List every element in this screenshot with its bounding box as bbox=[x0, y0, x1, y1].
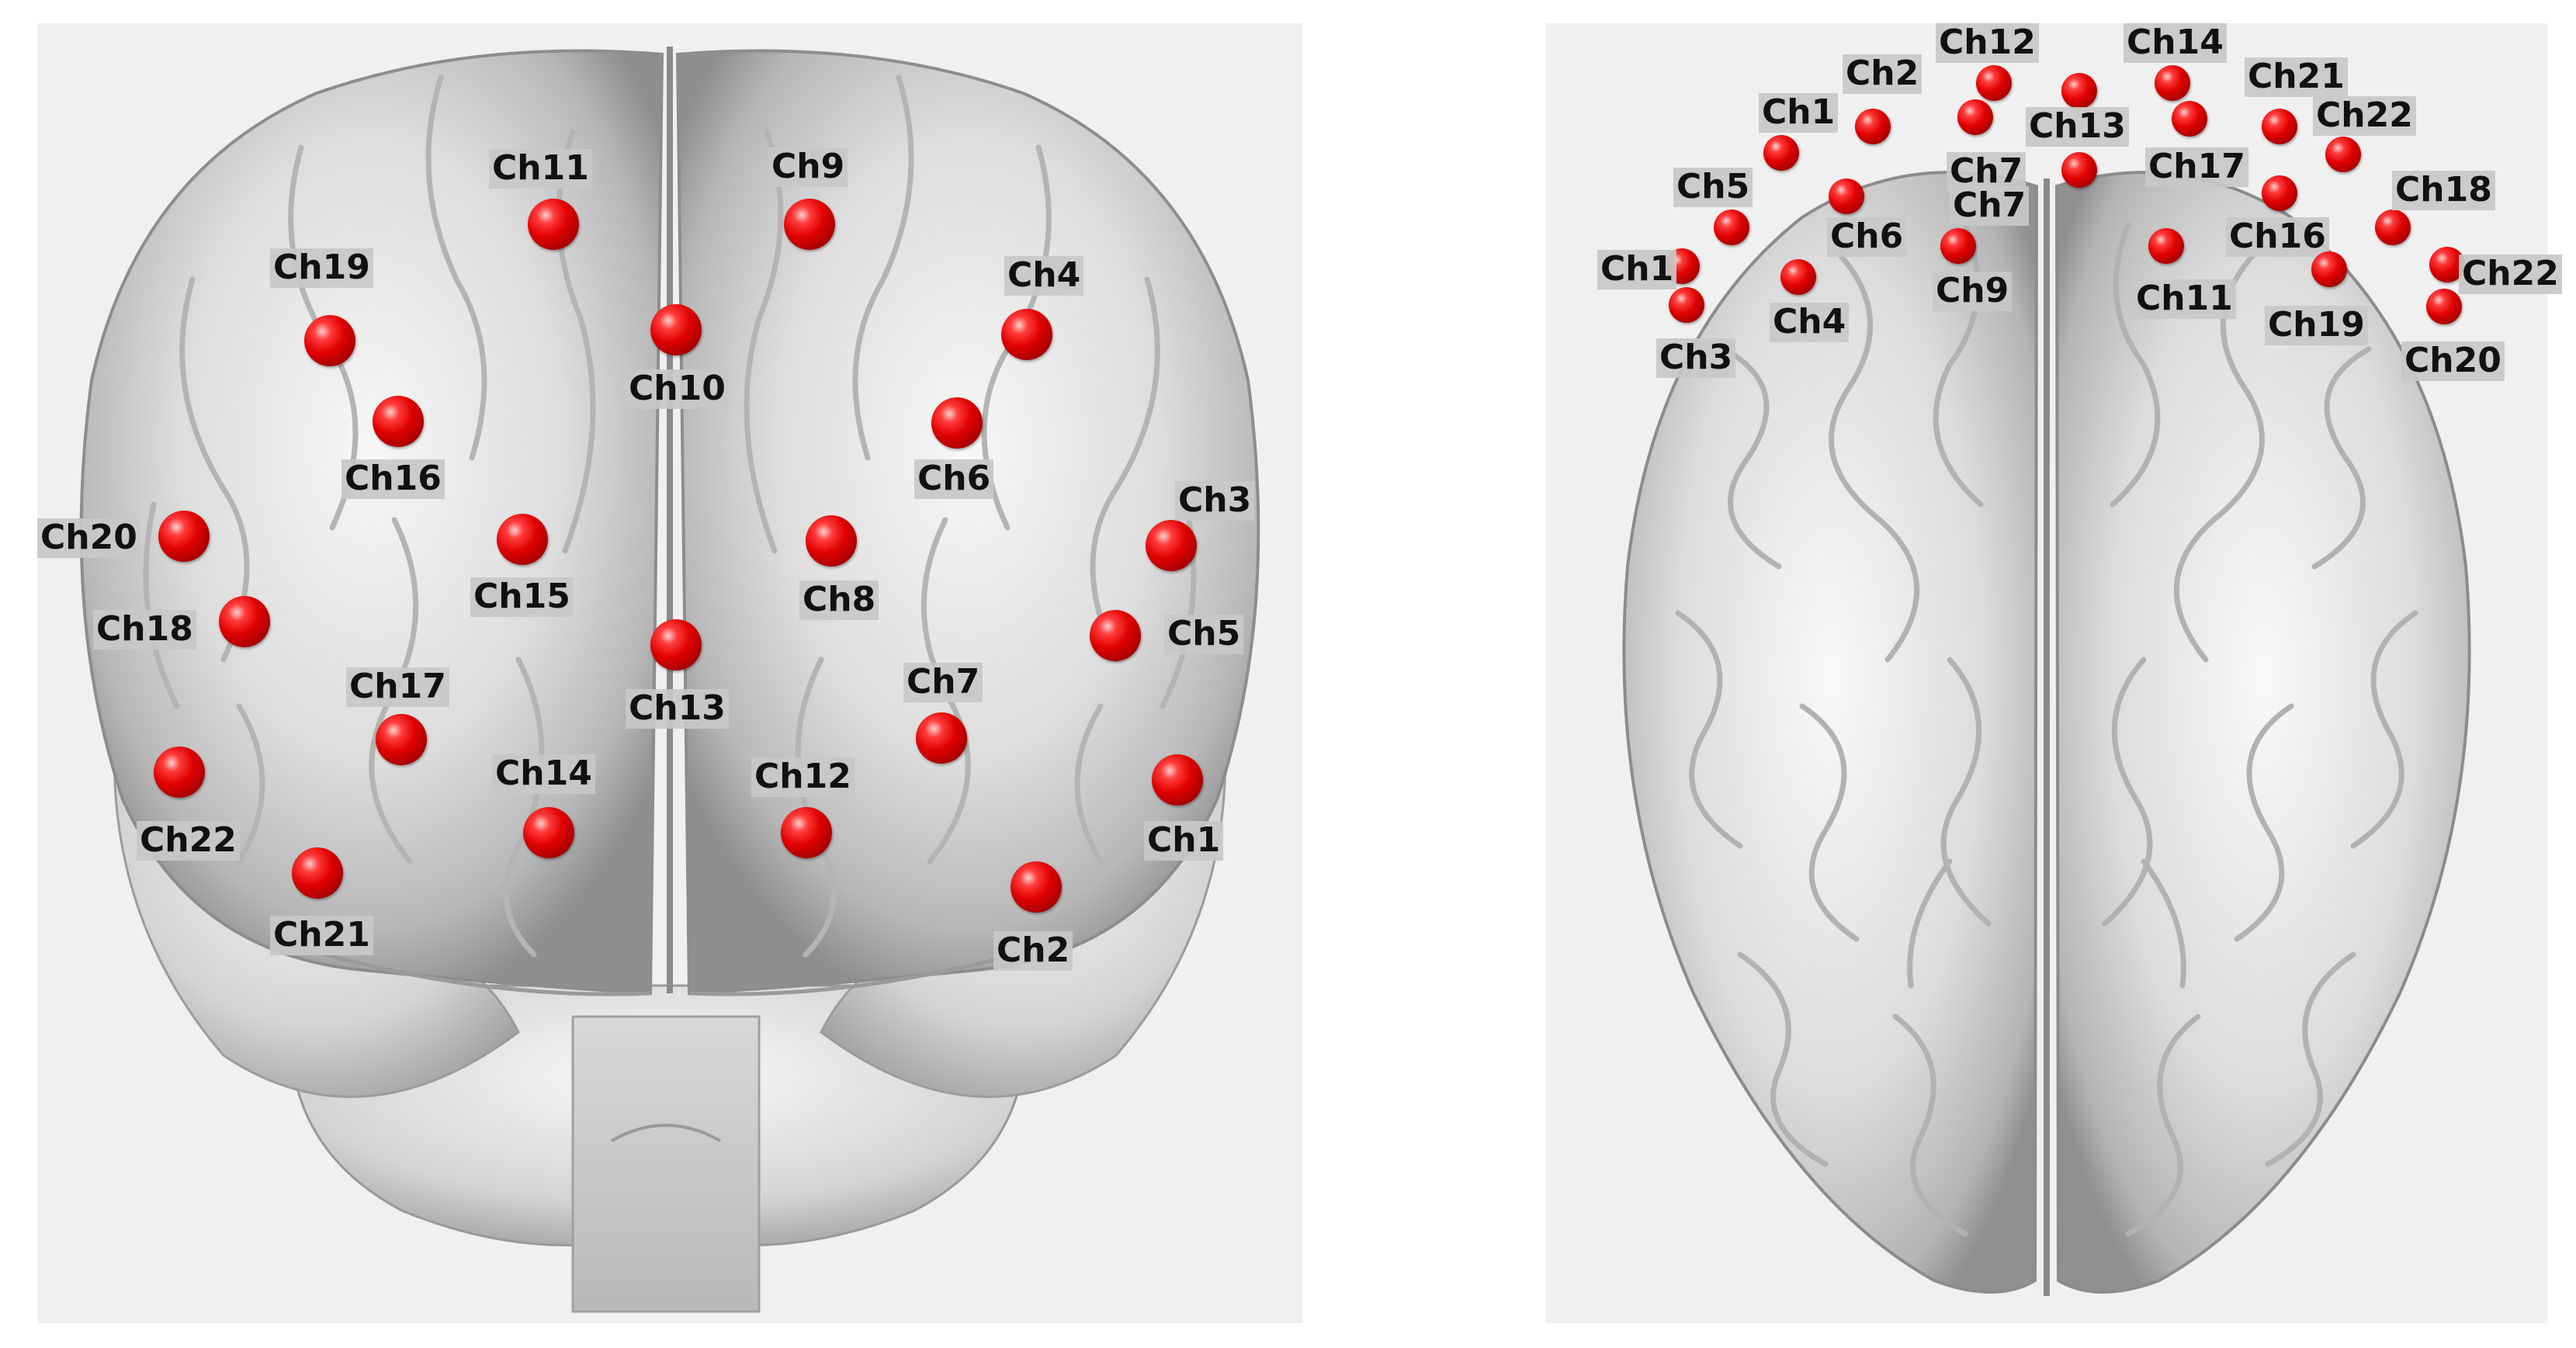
channel-marker-ch3 bbox=[1669, 287, 1704, 323]
channel-label-ch8: Ch8 bbox=[799, 580, 879, 620]
channel-label-ch22b-top: Ch22 bbox=[2459, 255, 2562, 294]
channel-marker-ch2 bbox=[1011, 861, 1062, 913]
channel-label-ch17: Ch17 bbox=[2145, 147, 2248, 187]
channel-label-ch5: Ch5 bbox=[1164, 615, 1244, 654]
channel-marker-ch1 bbox=[1152, 754, 1203, 806]
channel-label-ch12: Ch12 bbox=[1936, 23, 2039, 63]
channel-label-ch14: Ch14 bbox=[492, 754, 595, 794]
top-brain-illustration bbox=[1622, 171, 2471, 1296]
channel-marker-ch20 bbox=[2426, 289, 2462, 324]
channel-marker-ch16 bbox=[2262, 175, 2297, 211]
channel-label-ch5: Ch5 bbox=[1673, 168, 1753, 207]
channel-label-ch18: Ch18 bbox=[2392, 171, 2495, 210]
channel-label-ch3: Ch3 bbox=[1656, 338, 1736, 378]
channel-marker-ch11 bbox=[2148, 228, 2184, 264]
channel-marker-ch13 bbox=[650, 619, 702, 671]
channel-marker-ch21 bbox=[292, 847, 343, 899]
channel-marker-ch1-top bbox=[1763, 135, 1799, 171]
channel-label-ch16: Ch16 bbox=[342, 459, 445, 499]
channel-marker-ch20 bbox=[158, 511, 210, 562]
channel-marker-ch12b bbox=[1957, 99, 1993, 135]
channel-label-ch1-top: Ch1 bbox=[1759, 93, 1839, 133]
panel-gap bbox=[1302, 23, 1546, 1323]
channel-marker-ch22-top bbox=[2325, 137, 2361, 172]
channel-marker-ch14b bbox=[2172, 101, 2207, 137]
channel-label-ch20: Ch20 bbox=[37, 518, 140, 558]
channel-marker-ch18 bbox=[2375, 210, 2411, 245]
channel-marker-ch7 bbox=[916, 712, 967, 764]
channel-marker-ch19 bbox=[304, 315, 355, 366]
channel-label-ch11: Ch11 bbox=[489, 149, 592, 189]
channel-marker-ch14 bbox=[523, 807, 574, 858]
channel-marker-ch9 bbox=[784, 199, 835, 250]
channel-label-ch21: Ch21 bbox=[2245, 57, 2348, 97]
channel-marker-ch5 bbox=[1714, 210, 1749, 245]
channel-marker-ch18 bbox=[219, 596, 270, 647]
channel-marker-ch13-top bbox=[2061, 73, 2097, 109]
channel-label-ch19: Ch19 bbox=[2265, 306, 2368, 345]
channel-marker-ch21 bbox=[2262, 109, 2297, 144]
channel-label-ch13: Ch13 bbox=[2026, 107, 2129, 147]
channel-marker-ch3 bbox=[1146, 520, 1197, 571]
channel-label-ch1b-top: Ch1 bbox=[1597, 250, 1677, 289]
channel-label-ch18: Ch18 bbox=[93, 610, 196, 650]
channel-label-ch1: Ch1 bbox=[1144, 821, 1224, 861]
channel-label-ch13: Ch13 bbox=[626, 689, 729, 729]
channel-marker-ch17 bbox=[376, 714, 427, 765]
channel-marker-ch15 bbox=[497, 514, 548, 565]
channel-marker-ch14 bbox=[2155, 65, 2190, 101]
channel-label-ch7-upper: Ch7 bbox=[1947, 152, 2026, 192]
channel-label-ch3: Ch3 bbox=[1175, 481, 1255, 521]
channel-label-ch7: Ch7 bbox=[903, 663, 983, 702]
channel-marker-ch12 bbox=[1976, 65, 2012, 101]
channel-marker-ch13b bbox=[2061, 152, 2097, 188]
channel-label-ch22: Ch22 bbox=[137, 821, 240, 861]
channel-label-ch21: Ch21 bbox=[270, 916, 373, 955]
channel-label-ch2: Ch2 bbox=[1843, 54, 1922, 94]
channel-marker-ch6 bbox=[1829, 178, 1864, 214]
channel-label-ch19: Ch19 bbox=[270, 248, 373, 288]
channel-label-ch4: Ch4 bbox=[1770, 303, 1850, 342]
channel-label-ch15: Ch15 bbox=[470, 577, 574, 617]
top-view-panel: Ch12 Ch14 Ch2 Ch13 Ch21 Ch1 Ch22 Ch7 Ch1… bbox=[1546, 23, 2562, 1323]
channel-marker-ch12 bbox=[781, 807, 832, 858]
channel-label-ch22-top: Ch22 bbox=[2313, 96, 2416, 136]
channel-label-ch16: Ch16 bbox=[2226, 217, 2329, 257]
channel-marker-ch5 bbox=[1090, 610, 1141, 661]
channel-label-ch9: Ch9 bbox=[768, 147, 848, 187]
channel-label-ch17: Ch17 bbox=[346, 667, 449, 707]
channel-label-ch6: Ch6 bbox=[914, 459, 994, 499]
channel-marker-ch11 bbox=[528, 199, 579, 250]
channel-label-ch14: Ch14 bbox=[2124, 23, 2227, 63]
channel-label-ch4: Ch4 bbox=[1004, 256, 1084, 296]
front-view-panel: Ch11 Ch9 Ch19 Ch10 Ch4 Ch16 Ch6 Ch20 Ch1… bbox=[37, 23, 1302, 1323]
channel-label-ch2: Ch2 bbox=[993, 931, 1073, 971]
channel-marker-ch22 bbox=[154, 747, 205, 798]
channel-marker-ch8 bbox=[806, 515, 857, 567]
channel-label-ch20: Ch20 bbox=[2401, 341, 2505, 381]
channel-label-ch7-lower: Ch7 bbox=[1950, 186, 2030, 226]
channel-marker-ch6 bbox=[931, 397, 983, 449]
channel-marker-ch10 bbox=[650, 304, 702, 355]
channel-marker-ch4 bbox=[1001, 309, 1052, 360]
front-brain-illustration bbox=[79, 47, 1260, 1313]
channel-label-ch6: Ch6 bbox=[1827, 217, 1907, 257]
channel-marker-ch7-lower bbox=[1940, 228, 1976, 264]
channel-label-ch12: Ch12 bbox=[751, 757, 855, 797]
channel-marker-ch2 bbox=[1855, 109, 1891, 144]
channel-marker-ch16 bbox=[373, 396, 424, 447]
channel-label-ch11: Ch11 bbox=[2133, 279, 2236, 319]
channel-label-ch9: Ch9 bbox=[1933, 272, 2013, 311]
channel-label-ch10: Ch10 bbox=[626, 369, 729, 409]
channel-marker-ch19 bbox=[2311, 251, 2347, 287]
channel-marker-ch4 bbox=[1780, 259, 1816, 295]
